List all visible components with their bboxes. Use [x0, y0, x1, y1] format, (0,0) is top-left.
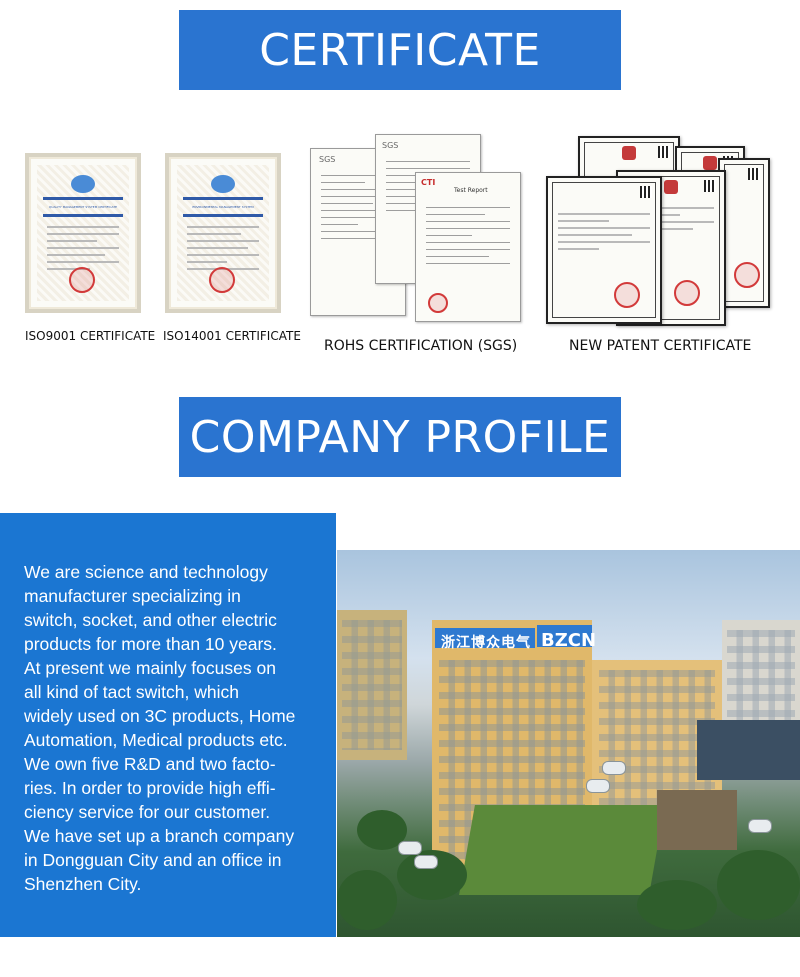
profile-line: Shenzhen City. — [24, 874, 142, 894]
profile-line: We have set up a branch company — [24, 826, 295, 846]
national-emblem-icon — [703, 156, 717, 170]
factory-building-photo: 浙江博众电气 BZCN — [337, 550, 800, 937]
profile-line: widely used on 3C products, Home — [24, 706, 296, 726]
profile-line: ries. In order to provide high effi- — [24, 778, 276, 798]
patent-caption: NEW PATENT CERTIFICATE — [569, 338, 752, 354]
cqc-logo-icon — [211, 175, 235, 193]
company-description: We are science and technology manufacture… — [24, 560, 324, 896]
profile-line: switch, socket, and other electric — [24, 610, 277, 630]
profile-line: manufacturer specializing in — [24, 586, 241, 606]
patent-certificate-front — [546, 176, 662, 324]
rohs-caption: ROHS CERTIFICATION (SGS) — [324, 338, 518, 354]
profile-line: in Dongguan City and an office in — [24, 850, 282, 870]
sgs-mark: SGS — [319, 155, 336, 164]
seal-icon — [614, 282, 640, 308]
company-profile-heading: COMPANY PROFILE — [189, 411, 611, 463]
company-profile-heading-banner: COMPANY PROFILE — [179, 397, 621, 477]
profile-line: We own five R&D and two facto- — [24, 754, 276, 774]
iso9001-caption: ISO9001 CERTIFICATE — [25, 329, 156, 343]
seal-icon — [674, 280, 700, 306]
certificate-heading-banner: CERTIFICATE — [179, 10, 621, 90]
qr-code-icon — [658, 146, 670, 158]
seal-icon — [209, 267, 235, 293]
iso9001-certificate-image: QUALITY MANAGEMENT SYSTEM CERTIFICATE — [25, 153, 141, 313]
profile-line: all kind of tact switch, which — [24, 682, 239, 702]
test-report-title: Test Report — [454, 187, 488, 194]
qr-code-icon — [704, 180, 716, 192]
iso14001-caption: ISO14001 CERTIFICATE — [163, 329, 301, 343]
seal-icon — [734, 262, 760, 288]
profile-line: We are science and technology — [24, 562, 268, 582]
building-sign-bzcn: BZCN — [541, 630, 597, 651]
seal-icon — [69, 267, 95, 293]
profile-line: Automation, Medical products etc. — [24, 730, 288, 750]
qr-code-icon — [640, 186, 652, 198]
building-sign-chinese: 浙江博众电气 — [441, 635, 531, 651]
cti-mark: CTI — [421, 178, 436, 187]
cqc-logo-icon — [71, 175, 95, 193]
national-emblem-icon — [622, 146, 636, 160]
iso9001-title: QUALITY MANAGEMENT SYSTEM CERTIFICATE — [43, 197, 123, 217]
qr-code-icon — [748, 168, 760, 180]
iso14001-title: ENVIRONMENTAL MANAGEMENT SYSTEM CERTIFIC… — [183, 197, 263, 217]
iso14001-certificate-image: ENVIRONMENTAL MANAGEMENT SYSTEM CERTIFIC… — [165, 153, 281, 313]
certificate-heading: CERTIFICATE — [259, 24, 541, 76]
sgs-mark: SGS — [382, 141, 399, 150]
national-emblem-icon — [664, 180, 678, 194]
profile-panel — [0, 513, 336, 937]
profile-line: At present we mainly focuses on — [24, 658, 276, 678]
rohs-report-page-front: CTI Test Report — [415, 172, 521, 322]
profile-line: ciency service for our customer. — [24, 802, 271, 822]
seal-icon — [428, 293, 448, 313]
profile-line: products for more than 10 years. — [24, 634, 277, 654]
